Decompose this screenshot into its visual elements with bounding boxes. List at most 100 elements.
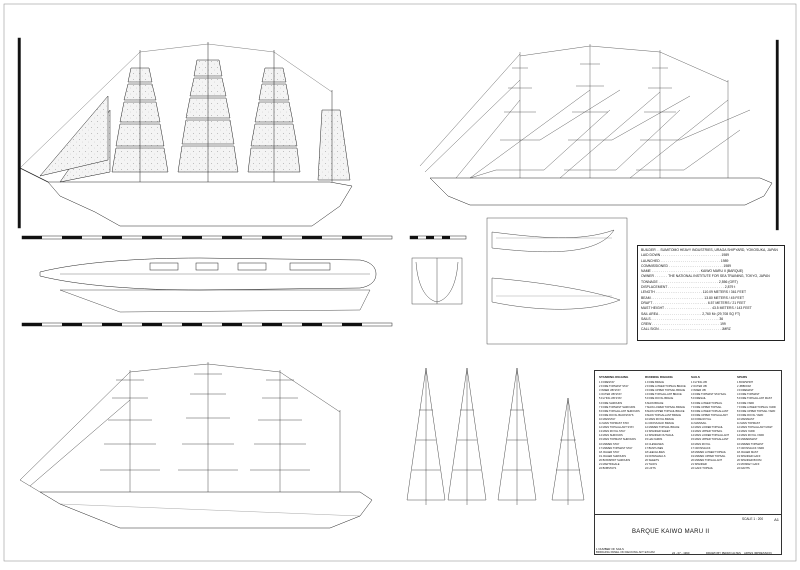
drawing-notes: 1 NUMBER OF SAILS BRIDGING PANEL ON DECK… xyxy=(596,547,655,555)
legend-item: 2 FORE LOWER TOPSAIL BRACE xyxy=(645,385,686,389)
legend-item: 9 FORE ROYAL BACKSTAYS xyxy=(599,413,634,417)
note-line: 1 NUMBER OF SAILS xyxy=(596,547,624,551)
specifications-box: BUILDER . . SUMITOMO HEAVY INDUSTRIES, U… xyxy=(637,245,785,341)
legend-item: 20 SPANKER BOOM xyxy=(737,458,762,462)
spec-line: LAUNCHED . . . . . . . . . . . . . . . .… xyxy=(641,258,729,263)
legend-item: 2 FORE TOPMAST STAY xyxy=(599,385,629,389)
legend-item: 21 TACKS xyxy=(645,462,658,466)
legend-item: 22 LIFTS xyxy=(645,467,656,471)
spec-line: COMMISSIONED . . . . . . . . . . . . . .… xyxy=(641,263,732,268)
legend-item: 7 MAIN LOWER TOPSAIL BRACE xyxy=(645,405,686,409)
legend-item: 22 DAVITS xyxy=(737,467,750,471)
legend-item: 15 MAIN UPPER TOPGALLANT xyxy=(691,438,729,442)
legend-item: 20 MIZZEN TOPGALLANT xyxy=(691,458,723,462)
legend-item: 5 FORESAIL xyxy=(691,397,706,401)
hull-section xyxy=(411,257,463,305)
legend-item: 21 MARTINGALE xyxy=(599,462,620,466)
legend-item: 9 FORE ROYAL YARD xyxy=(737,413,764,417)
legend-item: 16 CLEWLINES xyxy=(645,442,664,446)
legend-item: 7 FORE LOWER TOPSAIL YARD xyxy=(737,405,776,409)
legend-item: 19 MIZZEN UPPER TOPSAIL xyxy=(691,454,726,458)
legend-item: 1 BOWSPRIT xyxy=(737,381,753,385)
legend-item: 16 MIZZEN TOPMAST xyxy=(737,442,764,446)
legend-item: 4 FORE TOPMAST xyxy=(737,393,760,397)
legend-item: 10 MAINSTAY xyxy=(599,417,616,421)
spec-line: BEAM . . . . . . . . . . . . . . . . . .… xyxy=(641,295,745,300)
legend-column-title: RUNNING RIGGING xyxy=(645,375,673,379)
drawn-by: DRAWN BY PEDRO ALTES xyxy=(706,551,741,555)
legend-item: 8 FORE LOWER TOPGALLANT xyxy=(691,409,729,413)
legend-item: 3 INNER JIB xyxy=(691,389,706,393)
legend-item: 14 MAIN SHROUDS xyxy=(599,434,623,438)
legend-item: 11 MAIN TOPMAST xyxy=(737,422,761,426)
legend-item: 6 FORE YARD xyxy=(737,401,755,405)
spec-line: DRAFT . . . . . . . . . . . . . . . . . … xyxy=(641,300,746,305)
legend-item: 16 MIZZEN STAY xyxy=(599,442,620,446)
publisher: ARTES IMPRESSION xyxy=(744,551,772,555)
legend-item: 14 MAIN LOWER TOPGALLANT xyxy=(691,434,730,438)
legend-item: 11 MAINSAIL xyxy=(691,422,707,426)
legend-item: 18 JIGGER MAST xyxy=(737,450,759,454)
legend-item: 18 MIZZEN LOWER TOPSAIL xyxy=(691,450,727,454)
legend-item: 2 OUTER JIB xyxy=(691,385,707,389)
legend-item: 3 INNER JIB STAY xyxy=(599,389,621,393)
legend-item: 17 MIZZEN TOPMAST STAY xyxy=(599,446,633,450)
legend-item: 21 MONKEY GAFF xyxy=(737,462,760,466)
spec-line: LENGTH . . . . . . . . . . . . . . . . .… xyxy=(641,290,747,295)
legend-item: 12 MAIN TOPGALLANT MAST xyxy=(737,426,773,430)
legend-item: 20 SHEETS xyxy=(645,458,659,462)
spec-line: CREW . . . . . . . . . . . . . . . . . .… xyxy=(641,322,726,327)
sheet-number: A1 xyxy=(774,517,779,522)
mast-details xyxy=(406,367,585,505)
legend-item: 13 SPANKER SHEET xyxy=(645,430,671,434)
legend-item: 21 SPANKER xyxy=(691,462,707,466)
spec-line: DISPLACEMENT . . . . . . . . . . . . . .… xyxy=(641,285,736,290)
spec-line: NAME . . . . . . . . . . . . . . . . . .… xyxy=(641,269,744,274)
legend-item: 7 FORE TOPMAST SHROUDS xyxy=(599,405,636,409)
legend-item: 4 FORE TOPGALLANT BRACE xyxy=(645,393,682,397)
spec-line: MAST HEIGHT . . . . . . . . . . . . . . … xyxy=(641,306,752,311)
title-block: SCALE 1 : 200 A1 BARQUE KAIWO MARU II 24… xyxy=(594,514,782,556)
deck-plan xyxy=(39,257,377,313)
spec-line: LAID DOWN . . . . . . . . . . . . . . . … xyxy=(641,253,729,258)
jibs xyxy=(39,95,111,183)
legend-item: 6 FORE SHROUDS xyxy=(599,401,623,405)
legend-item: 17 CROSSJACK xyxy=(691,446,711,450)
legend-item: 10 FORE ROYAL xyxy=(691,417,712,421)
rigging-elevation xyxy=(19,362,373,529)
scale-label: SCALE 1 : 200 xyxy=(742,517,764,521)
legend-item: 13 MAIN UPPER TOPSAIL xyxy=(691,430,723,434)
legend-item: 17 CROSSJACK YARD xyxy=(737,446,765,450)
legend-item: 15 MIZZENMAST xyxy=(737,438,758,442)
legend-item: 12 MIZZEN TOPSAIL BRACE xyxy=(645,426,680,430)
legend-item: 8 FORE UPPER TOPSAIL YARD xyxy=(737,409,776,413)
drawing-date: 24 - 07 - 1990 xyxy=(672,551,690,555)
legend-item: 9 MAIN TOPGALLANT BRACE xyxy=(645,413,682,417)
legend-item: 6 MAIN BRACE xyxy=(645,401,664,405)
vertical-scale-bar-right xyxy=(775,39,779,231)
legend-item: 9 FORE UPPER TOPGALLANT xyxy=(691,413,728,417)
legend-item: 17 BUNTLINES xyxy=(645,446,664,450)
legend-item: 10 MAINMAST xyxy=(737,417,755,421)
legend-column-title: SAILS xyxy=(691,375,700,379)
sail-plan-profile xyxy=(17,37,353,229)
legend-item: 8 MAIN UPPER TOPSAIL BRACE xyxy=(645,409,685,413)
legend-item: 18 LEECHLINES xyxy=(645,450,665,454)
legend-item: 4 OUTER JIB STAY xyxy=(599,393,622,397)
spec-line: OWNER . . . . . . . THE NATIONAL INSTITU… xyxy=(641,274,770,279)
spanker-sail xyxy=(317,109,351,181)
sheet-border xyxy=(3,3,797,562)
legend-item: 12 MAIN TOPGALLANT STAY xyxy=(599,426,634,430)
legend-item: 11 MAIN TOPMAST STAY xyxy=(599,422,630,426)
spec-line: CALL SIGN . . . . . . . . . . . . . . . … xyxy=(641,327,731,332)
legend-item: 18 JIGGER STAY xyxy=(599,450,620,454)
legend-item: 5 FORE ROYAL BRACE xyxy=(645,397,674,401)
spec-line: BUILDER . . SUMITOMO HEAVY INDUSTRIES, U… xyxy=(641,248,778,252)
spec-line: SAIL AREA . . . . . . . . . . . . . . . … xyxy=(641,311,741,316)
